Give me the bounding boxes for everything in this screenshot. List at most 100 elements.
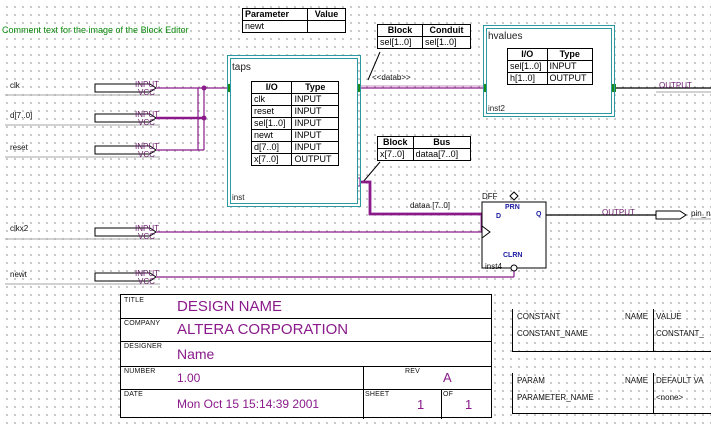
io-cell: newt — [250, 129, 293, 142]
bus-mapping-table[interactable]: Block Bus x[7..0] dataa[7..0] — [377, 136, 472, 161]
conduit-signal-cell: sel[1..0] — [421, 36, 472, 49]
param-name: PARAMETER_NAME — [517, 393, 594, 402]
title-block[interactable]: TITLE DESIGN NAME COMPANY ALTERA CORPORA… — [120, 294, 492, 419]
rev-value[interactable]: A — [443, 370, 452, 385]
input-pin-newt[interactable] — [94, 272, 157, 282]
parameter-header: Parameter — [241, 8, 309, 21]
pin-default: VCC — [138, 118, 155, 127]
input-pin-clk[interactable] — [94, 83, 157, 93]
param-header: PARAM — [517, 376, 545, 385]
dff-type-label: DFF — [482, 192, 498, 201]
input-name-clk[interactable]: clk — [10, 81, 20, 90]
conduit-label[interactable]: <<datab>> — [372, 73, 411, 82]
param-default: <none> — [656, 393, 684, 402]
bus-header: Bus — [412, 136, 472, 149]
instance-label: inst — [232, 193, 245, 202]
input-name-reset[interactable]: reset — [10, 143, 28, 152]
block-header: Block — [377, 136, 414, 149]
pin-type: INPUT — [135, 110, 159, 119]
output-name-pin[interactable]: pin_n — [691, 209, 711, 218]
conduit-header: Conduit — [421, 24, 472, 37]
parameter-table[interactable]: Parameter Value newt — [241, 8, 346, 33]
block-header: Block — [377, 24, 423, 37]
instance-label: inst2 — [488, 104, 505, 113]
conduit-mapping-table[interactable]: Block Conduit sel[1..0] sel[1..0] — [377, 24, 472, 49]
input-pin-reset[interactable] — [94, 145, 157, 155]
bus-label[interactable]: dataa [7..0] — [410, 201, 451, 210]
block-editor-comment[interactable]: Comment text for the image of the Block … — [2, 25, 189, 35]
input-name-clkx2[interactable]: clkx2 — [10, 224, 29, 233]
dff-d-label: D — [496, 213, 502, 220]
pin-default: VCC — [138, 88, 155, 97]
output-type-dff: OUTPUT — [602, 208, 635, 217]
dff-instance-label: inst4 — [485, 262, 502, 271]
input-pin-d[interactable] — [94, 113, 157, 123]
type-cell: INPUT — [291, 129, 339, 142]
sheet-label: SHEET — [365, 391, 390, 398]
type-header: Type — [546, 48, 594, 61]
company-label: COMPANY — [124, 320, 161, 327]
of-label: OF — [443, 391, 454, 398]
io-header: I/O — [507, 48, 548, 61]
pin-type: INPUT — [135, 224, 159, 233]
pin-type: INPUT — [135, 269, 159, 278]
rev-label: REV — [405, 368, 420, 375]
bus-signal-cell: dataa[7..0] — [412, 148, 472, 161]
design-title[interactable]: DESIGN NAME — [177, 298, 283, 315]
company-name[interactable]: ALTERA CORPORATION — [177, 321, 349, 338]
type-cell: INPUT — [291, 141, 339, 154]
constant-box[interactable]: CONSTANT NAME VALUE CONSTANT_NAME CONSTA… — [512, 309, 711, 352]
pin-default: VCC — [138, 277, 155, 286]
title-label: TITLE — [124, 297, 145, 304]
type-cell: OUTPUT — [291, 153, 339, 166]
constant-header: CONSTANT — [517, 312, 561, 321]
pin-default: VCC — [138, 150, 155, 159]
dff-prn-label: PRN — [505, 204, 520, 211]
designer-label: DESIGNER — [124, 343, 163, 350]
pin-default: VCC — [138, 232, 155, 241]
parameter-box[interactable]: PARAM NAME DEFAULT VA PARAMETER_NAME <no… — [512, 373, 711, 414]
input-name-d[interactable]: d[7..0] — [10, 111, 33, 120]
type-cell: INPUT — [291, 105, 339, 118]
output-type-hvalues: OUTPUT — [659, 81, 692, 90]
constant-value-header: VALUE — [656, 312, 682, 321]
value-cell — [307, 20, 346, 33]
constant-value: CONSTANT_ — [656, 329, 704, 338]
io-cell: d[7..0] — [250, 141, 293, 154]
io-cell: reset — [250, 105, 293, 118]
type-cell: OUTPUT — [546, 72, 594, 85]
pin-type: INPUT — [135, 80, 159, 89]
bus-block-cell: x[7..0] — [377, 148, 414, 161]
of-value[interactable]: 1 — [465, 397, 473, 412]
io-cell: clk — [250, 93, 293, 106]
block-name: hvalues — [488, 31, 523, 42]
designer-name[interactable]: Name — [177, 346, 215, 362]
conduit-block-cell: sel[1..0] — [377, 36, 423, 49]
pin-type: INPUT — [135, 142, 159, 151]
date-value[interactable]: Mon Oct 15 15:14:39 2001 — [177, 397, 320, 411]
type-cell: INPUT — [546, 60, 594, 73]
constant-name-header: NAME — [625, 312, 649, 321]
constant-name: CONSTANT_NAME — [517, 329, 588, 338]
value-header: Value — [307, 8, 346, 21]
io-cell: h[1..0] — [507, 72, 548, 85]
type-cell: INPUT — [291, 93, 339, 106]
hvalues-block[interactable]: hvalues I/O Type sel[1..0]INPUT h[1..0]O… — [483, 25, 615, 117]
io-header: I/O — [250, 81, 293, 94]
param-default-header: DEFAULT VA — [656, 376, 704, 385]
input-pin-clkx2[interactable] — [94, 227, 157, 237]
io-cell: sel[1..0] — [507, 60, 548, 73]
date-label: DATE — [124, 391, 143, 398]
input-name-newt[interactable]: newt — [10, 270, 27, 279]
io-cell: sel[1..0] — [250, 117, 293, 130]
param-name-header: NAME — [625, 376, 649, 385]
sheet-value[interactable]: 1 — [417, 397, 425, 412]
hvalues-io-table: I/O Type sel[1..0]INPUT h[1..0]OUTPUT — [507, 48, 594, 85]
type-cell: INPUT — [291, 117, 339, 130]
design-number[interactable]: 1.00 — [177, 371, 201, 385]
dff-clrn-label: CLRN — [503, 252, 523, 259]
